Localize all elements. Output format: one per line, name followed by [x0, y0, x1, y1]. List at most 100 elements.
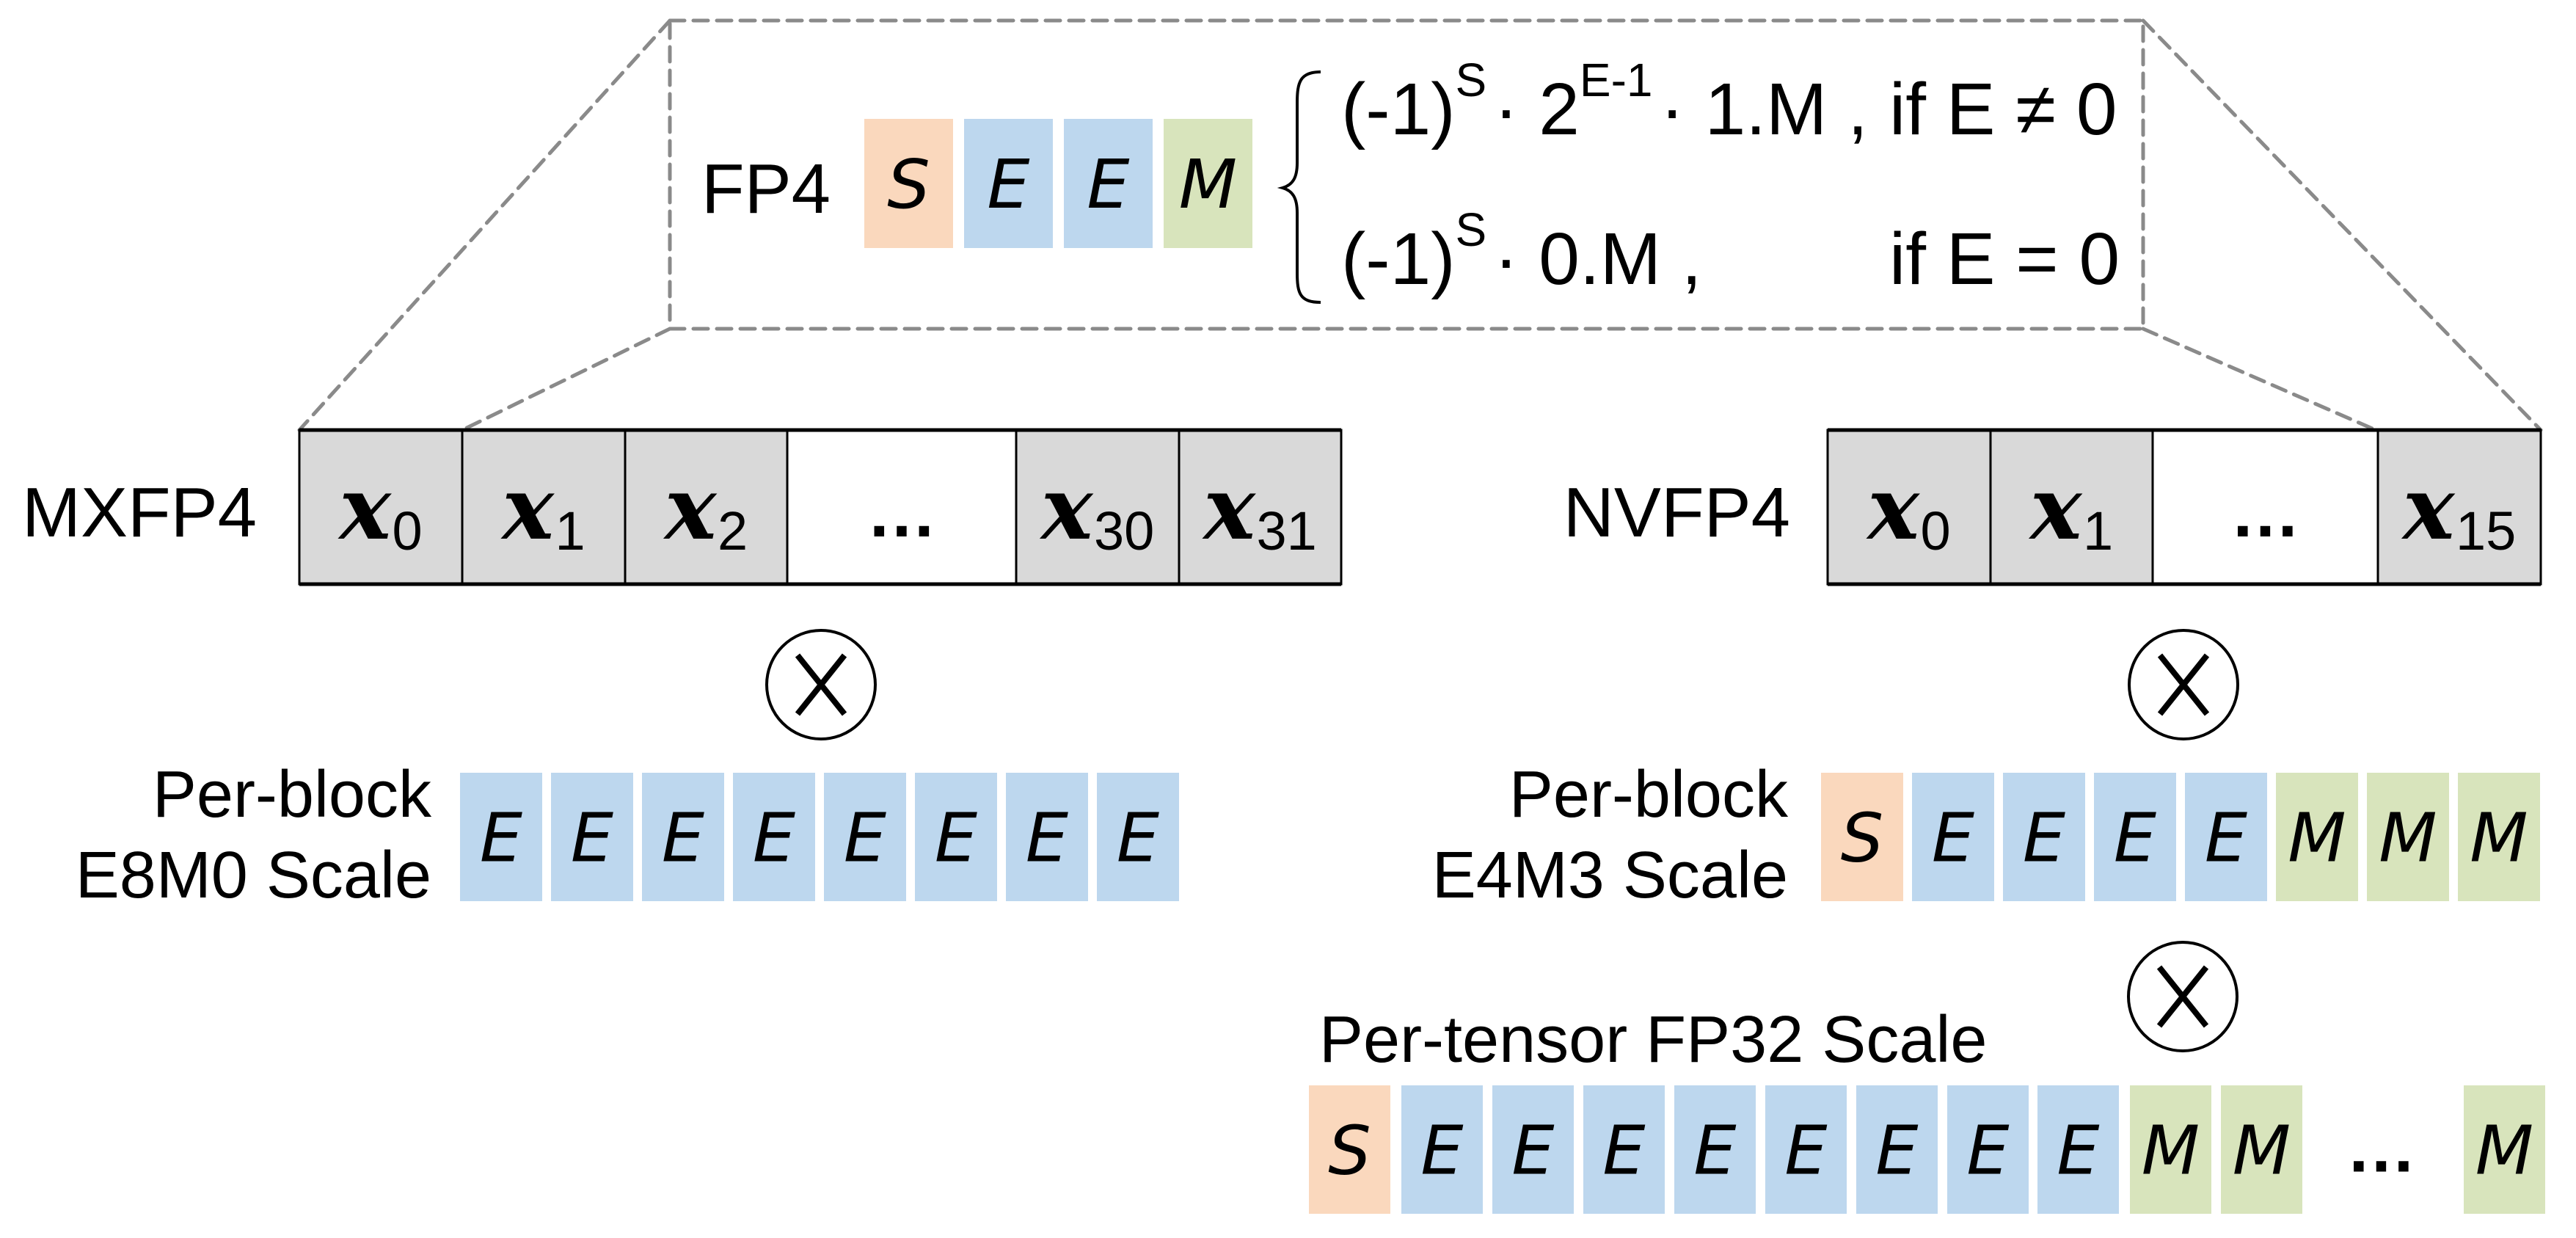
formula2-condition: if E = 0 [1889, 218, 2120, 300]
bit-letter: M [2288, 799, 2346, 878]
bit-letter: E [935, 799, 977, 878]
element-subscript: 2 [718, 500, 748, 561]
bit-cell [2221, 1085, 2302, 1214]
case-brace [1277, 70, 1321, 304]
bit-cell [1097, 773, 1179, 901]
element-symbol: x [1039, 457, 1094, 559]
formula1-mid: · 2 [1494, 68, 1580, 150]
fp32-e-bit: E [1401, 1085, 1483, 1214]
nvfp4-multiply-icon [2128, 629, 2239, 740]
guide-line-left-bottom [460, 327, 672, 432]
bit-cell [1309, 1085, 1390, 1214]
bit-letter: E [1875, 1112, 1918, 1190]
bit-letter: S [887, 145, 930, 224]
bit-letter: E [1966, 1112, 2009, 1190]
guide-line-right-top [2141, 18, 2543, 432]
bit-cell [2464, 1085, 2545, 1214]
bit-letter: E [1932, 799, 1974, 878]
e8m0-e-bit: E [733, 773, 815, 901]
element-cell [786, 429, 1018, 586]
e4m3-e-bit: E [2094, 773, 2176, 901]
formula1-sup-exp: E-1 [1580, 54, 1653, 106]
fp32-m-bit: M [2130, 1085, 2211, 1214]
formula1-sup-s: S [1456, 54, 1487, 106]
bit-letter: M [2475, 1112, 2533, 1190]
bit-letter: E [1511, 1112, 1554, 1190]
bit-letter: E [1026, 799, 1068, 878]
bit-cell [915, 773, 997, 901]
mxfp4-multiply-icon: ⊗ [765, 629, 877, 740]
bit-cell [1856, 1085, 1938, 1214]
bit-cell [864, 119, 953, 248]
bit-letter: E [2023, 799, 2065, 878]
nvfp4-ellipsis-cell: … [2151, 429, 2379, 586]
fp32-ellipsis-bit: … [2346, 1109, 2417, 1187]
bit-cell [964, 119, 1053, 248]
bit-letter: E [1117, 799, 1159, 878]
fp32-e-bit: E [1856, 1085, 1938, 1214]
e8m0-e-bit: E [1006, 773, 1088, 901]
bit-letter: M [2233, 1112, 2291, 1190]
bit-letter: M [2379, 799, 2437, 878]
e4m3-e-bit: E [1912, 773, 1994, 901]
nvfp4-scale-label-line1: Per-block [1509, 758, 1789, 831]
fp32-e-bit: E [1583, 1085, 1665, 1214]
bit-cell [2367, 773, 2449, 901]
fp32-m-bit: M [2221, 1085, 2302, 1214]
formula2-sup-s: S [1456, 203, 1487, 256]
fp32-e-bit: E [1947, 1085, 2029, 1214]
tensor-scale-label: Per-tensor FP32 Scale [1319, 1003, 1987, 1077]
element-subscript: 1 [2083, 500, 2113, 561]
guide-line-left-top [297, 18, 672, 432]
e4m3-m-bit: M [2458, 773, 2540, 901]
mxfp4-ellipsis-cell: … [786, 429, 1018, 586]
bit-cell [1912, 773, 1994, 901]
nvfp4-scale-label-line2: E4M3 Scale [1432, 839, 1788, 912]
bit-cell [733, 773, 815, 901]
e4m3-e-bit: E [2003, 773, 2085, 901]
fp4-e-bit: E [1064, 119, 1153, 248]
element-symbol: x [1866, 457, 1921, 559]
ellipsis: … [2230, 473, 2301, 552]
bit-cell [1947, 1085, 2029, 1214]
element-symbol: x [1202, 457, 1257, 559]
bit-letter: E [480, 799, 522, 878]
bit-cell [1492, 1085, 1574, 1214]
bit-letter: E [1784, 1112, 1827, 1190]
ellipsis: … [2346, 1109, 2417, 1187]
nvfp4-label: NVFP4 [1564, 473, 1790, 552]
bit-letter: E [1087, 145, 1129, 224]
bit-letter: E [662, 799, 704, 878]
element-cell [1015, 429, 1181, 586]
bit-letter: E [2114, 799, 2156, 878]
mxfp4-scale-label-line1: Per-block [153, 758, 432, 831]
fp32-e-bit: E [1765, 1085, 1847, 1214]
svg-text:(-1)S· 0.M ,: (-1)S· 0.M , [1341, 203, 1702, 300]
bit-letter: E [844, 799, 886, 878]
bit-cell [551, 773, 633, 901]
bit-cell [1064, 119, 1153, 248]
element-symbol: x [500, 457, 555, 559]
element-subscript: 30 [1094, 500, 1154, 561]
bit-letter: E [2057, 1112, 2099, 1190]
element-cell [2151, 429, 2379, 586]
formula1-base: (-1) [1341, 68, 1456, 150]
fp32-e-bit: E [1674, 1085, 1756, 1214]
bit-cell [1006, 773, 1088, 901]
bit-cell [2037, 1085, 2119, 1214]
bit-cell [824, 773, 906, 901]
tensor-multiply-icon [2127, 941, 2239, 1052]
bit-cell [2003, 773, 2085, 901]
bit-letter: E [571, 799, 613, 878]
element-subscript: 0 [1921, 500, 1951, 561]
bit-cell [2130, 1085, 2211, 1214]
